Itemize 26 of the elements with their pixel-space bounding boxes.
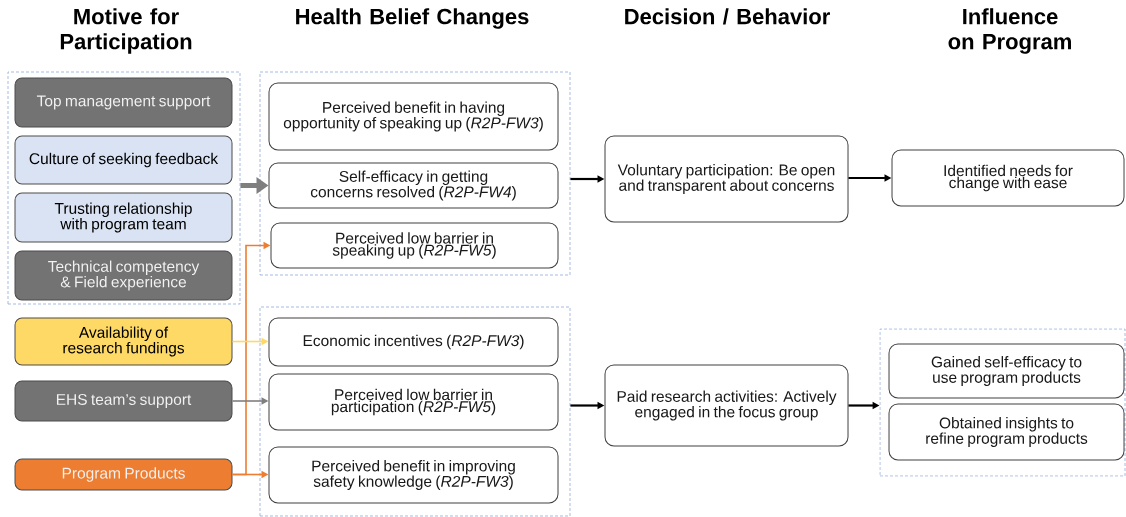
process-box: Economic incentives (R2P-FW3) — [268, 317, 559, 367]
process-box: Perceived benefit in improving safety knowledge (R2P-FW3) — [268, 446, 559, 504]
column-heading: Health Belief Changes — [296, 8, 529, 29]
column-heading: Influence on Program — [948, 8, 1071, 54]
factor-box: Trusting relationship with program team — [14, 192, 233, 243]
factor-box: Availability of research fundings — [14, 317, 233, 366]
process-box: Perceived low barrier in participation (R2P-FW5) — [268, 373, 559, 431]
process-box: Perceived benefit in having opportunity of speaking up (R2P-FW3) — [268, 82, 559, 151]
process-box: Identified needs for change with ease — [891, 149, 1125, 207]
column-heading: Motive for Participation — [60, 8, 192, 54]
process-box: Self-efficacy in getting concerns resolved (R2P-FW4) — [268, 162, 559, 209]
process-box: Paid research activities: Actively engaged in the focus group — [604, 364, 849, 447]
group-frame — [259, 306, 571, 517]
factor-box: Program Products — [14, 458, 233, 491]
process-box: Voluntary participation: Be open and transparent about concerns — [604, 135, 849, 223]
factor-box: Top management support — [14, 77, 233, 128]
process-box: Obtained insights to refine program products — [888, 403, 1125, 461]
process-box: Perceived low barrier in speaking up (R2P-FW5) — [270, 222, 559, 269]
factor-box: Culture of seeking feedback — [14, 135, 233, 185]
group-frame — [259, 71, 571, 276]
process-box: Gained self-efficacy to use program products — [888, 343, 1125, 399]
group-frame — [879, 328, 1126, 477]
group-frame — [7, 71, 241, 305]
factor-box: Technical competency & Field experience — [14, 250, 233, 301]
factor-box: EHS team’s support — [14, 380, 233, 422]
column-heading: Decision / Behavior — [625, 8, 830, 25]
